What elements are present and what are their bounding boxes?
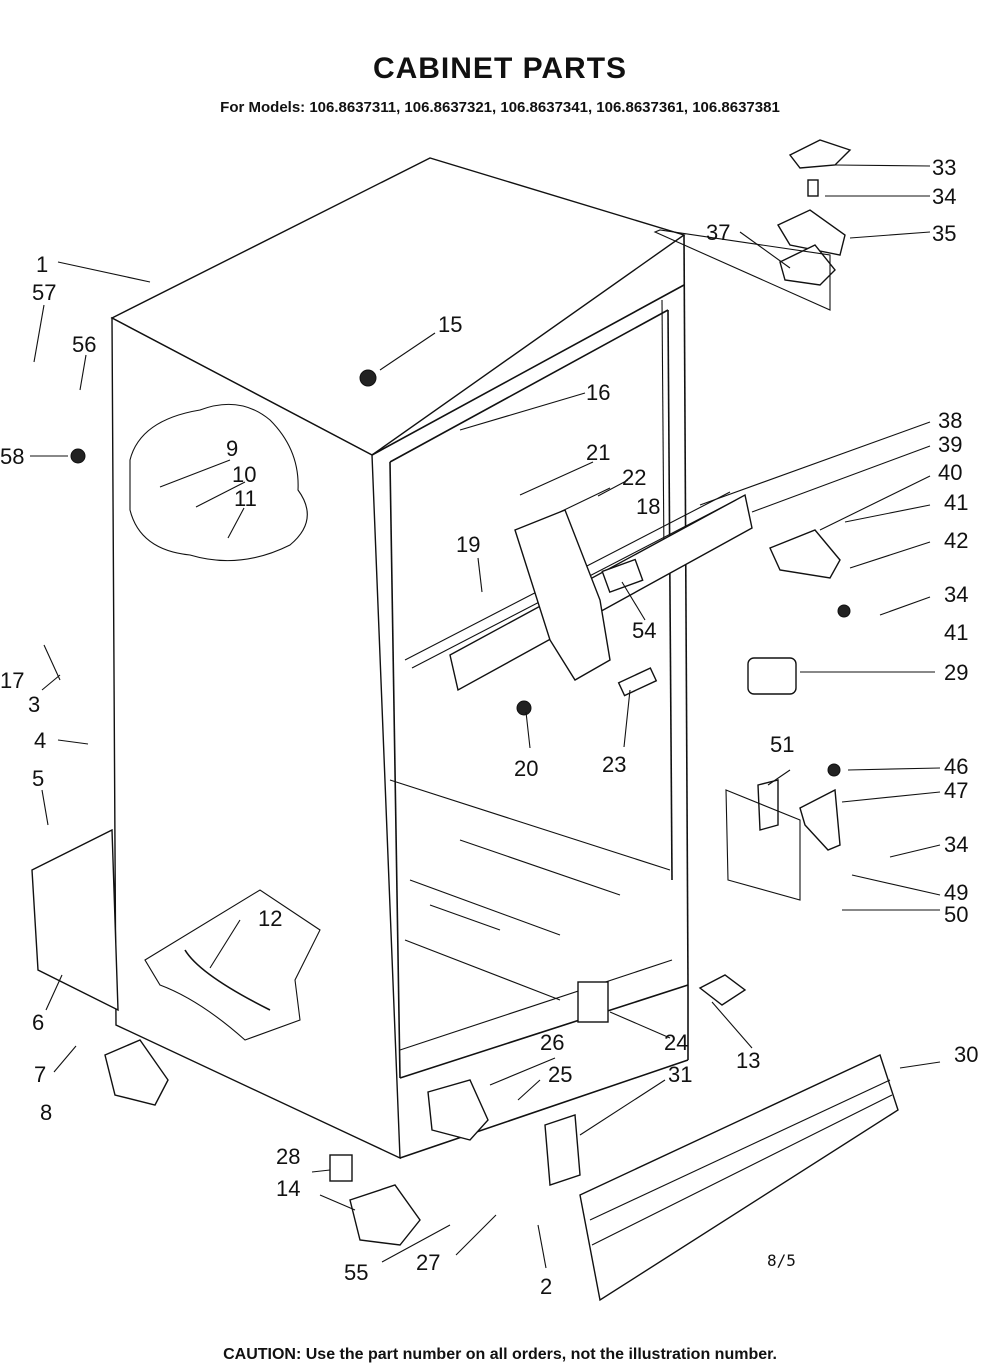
callout-26: 26 [540, 1030, 564, 1055]
callout-58: 58 [0, 444, 24, 469]
caution-note: CAUTION: Use the part number on all orde… [223, 1346, 777, 1363]
page-title: CABINET PARTS [372, 52, 628, 85]
callout-8: 8 [40, 1100, 52, 1125]
callout-7: 7 [34, 1062, 46, 1087]
leader-lines [30, 164, 941, 1269]
callout-41-upper: 41 [944, 490, 968, 515]
callout-37: 37 [706, 220, 730, 245]
hinge-pin [807, 179, 819, 197]
callout-42: 42 [944, 528, 968, 553]
cabinet-body [110, 157, 689, 1160]
clip-28 [329, 1154, 353, 1182]
callout-1: 1 [36, 252, 48, 277]
callout-27: 27 [416, 1250, 440, 1275]
callout-50: 50 [944, 902, 968, 927]
callout-55: 55 [344, 1260, 368, 1285]
callout-41-lower: 41 [944, 620, 968, 645]
grille-30 [579, 1054, 899, 1302]
callout-24: 24 [664, 1030, 688, 1055]
callout-54: 54 [632, 618, 656, 643]
callout-10: 10 [232, 462, 256, 487]
drain-tube [184, 949, 271, 1011]
rear-access-panel [31, 828, 119, 1012]
screw-58 [70, 448, 86, 464]
callout-18: 18 [636, 494, 660, 519]
callout-13: 13 [736, 1048, 760, 1073]
callout-23: 23 [602, 752, 626, 777]
cutaway-upper [129, 403, 308, 562]
guide-23 [617, 667, 658, 697]
callout-30: 30 [954, 1042, 978, 1067]
center-hinge [769, 529, 841, 579]
models-subtitle: For Models: 106.8637311, 106.8637321, 10… [220, 99, 780, 116]
bracket-24 [577, 981, 609, 1023]
callout-46: 46 [944, 754, 968, 779]
callout-16: 16 [586, 380, 610, 405]
callout-22: 22 [622, 465, 646, 490]
guide-54 [601, 558, 644, 594]
callout-51: 51 [770, 732, 794, 757]
center-rail [449, 493, 753, 692]
callout-49: 49 [944, 880, 968, 905]
callout-34-center: 34 [944, 582, 968, 607]
callout-47: 47 [944, 778, 968, 803]
callout-33: 33 [932, 155, 956, 180]
leveler-26 [427, 1079, 489, 1141]
cutaway-lower [144, 889, 321, 1041]
roller-14 [349, 1184, 421, 1246]
callout-39: 39 [938, 432, 962, 457]
callout-38: 38 [938, 408, 962, 433]
callout-31: 31 [668, 1062, 692, 1087]
hinge-shim [779, 244, 836, 286]
callout-28: 28 [276, 1144, 300, 1169]
callout-14: 14 [276, 1176, 300, 1201]
callout-34-top: 34 [932, 184, 956, 209]
callout-5: 5 [32, 766, 44, 791]
callout-35: 35 [932, 221, 956, 246]
hinge-gasket-outline [653, 229, 831, 311]
callout-6: 6 [32, 1010, 44, 1035]
callout-19: 19 [456, 532, 480, 557]
switch-29 [747, 657, 797, 695]
callout-11: 11 [234, 486, 257, 511]
plug-15 [359, 369, 377, 387]
washer-46 [827, 763, 841, 777]
callout-20: 20 [514, 756, 538, 781]
callout-2: 2 [540, 1274, 552, 1299]
callout-40: 40 [938, 460, 962, 485]
callout-25: 25 [548, 1062, 572, 1087]
cover-31 [544, 1114, 581, 1186]
callout-17: 17 [0, 668, 24, 693]
callout-29: 29 [944, 660, 968, 685]
callout-3: 3 [28, 692, 40, 717]
callout-56: 56 [72, 332, 96, 357]
callout-12: 12 [258, 906, 282, 931]
hinge-outline [725, 789, 801, 901]
bottom-hinge [799, 788, 841, 851]
roller-8 [104, 1039, 169, 1106]
callout-4: 4 [34, 728, 46, 753]
callout-34-lower: 34 [944, 832, 968, 857]
callout-21: 21 [586, 440, 610, 465]
bracket-18 [514, 509, 611, 681]
hinge-spacer [757, 779, 779, 831]
pad-13 [698, 974, 747, 1006]
callout-15: 15 [438, 312, 462, 337]
callout-9: 9 [226, 436, 238, 461]
callout-57: 57 [32, 280, 56, 305]
plug-20 [516, 700, 532, 716]
hinge-cover [788, 139, 852, 169]
drawing-code: 8/5 [767, 1251, 796, 1270]
callout-labels: 1 57 56 58 9 10 11 17 3 4 5 6 7 8 12 15 … [0, 155, 978, 1299]
top-hinge [777, 209, 846, 256]
washer-41 [837, 604, 851, 618]
